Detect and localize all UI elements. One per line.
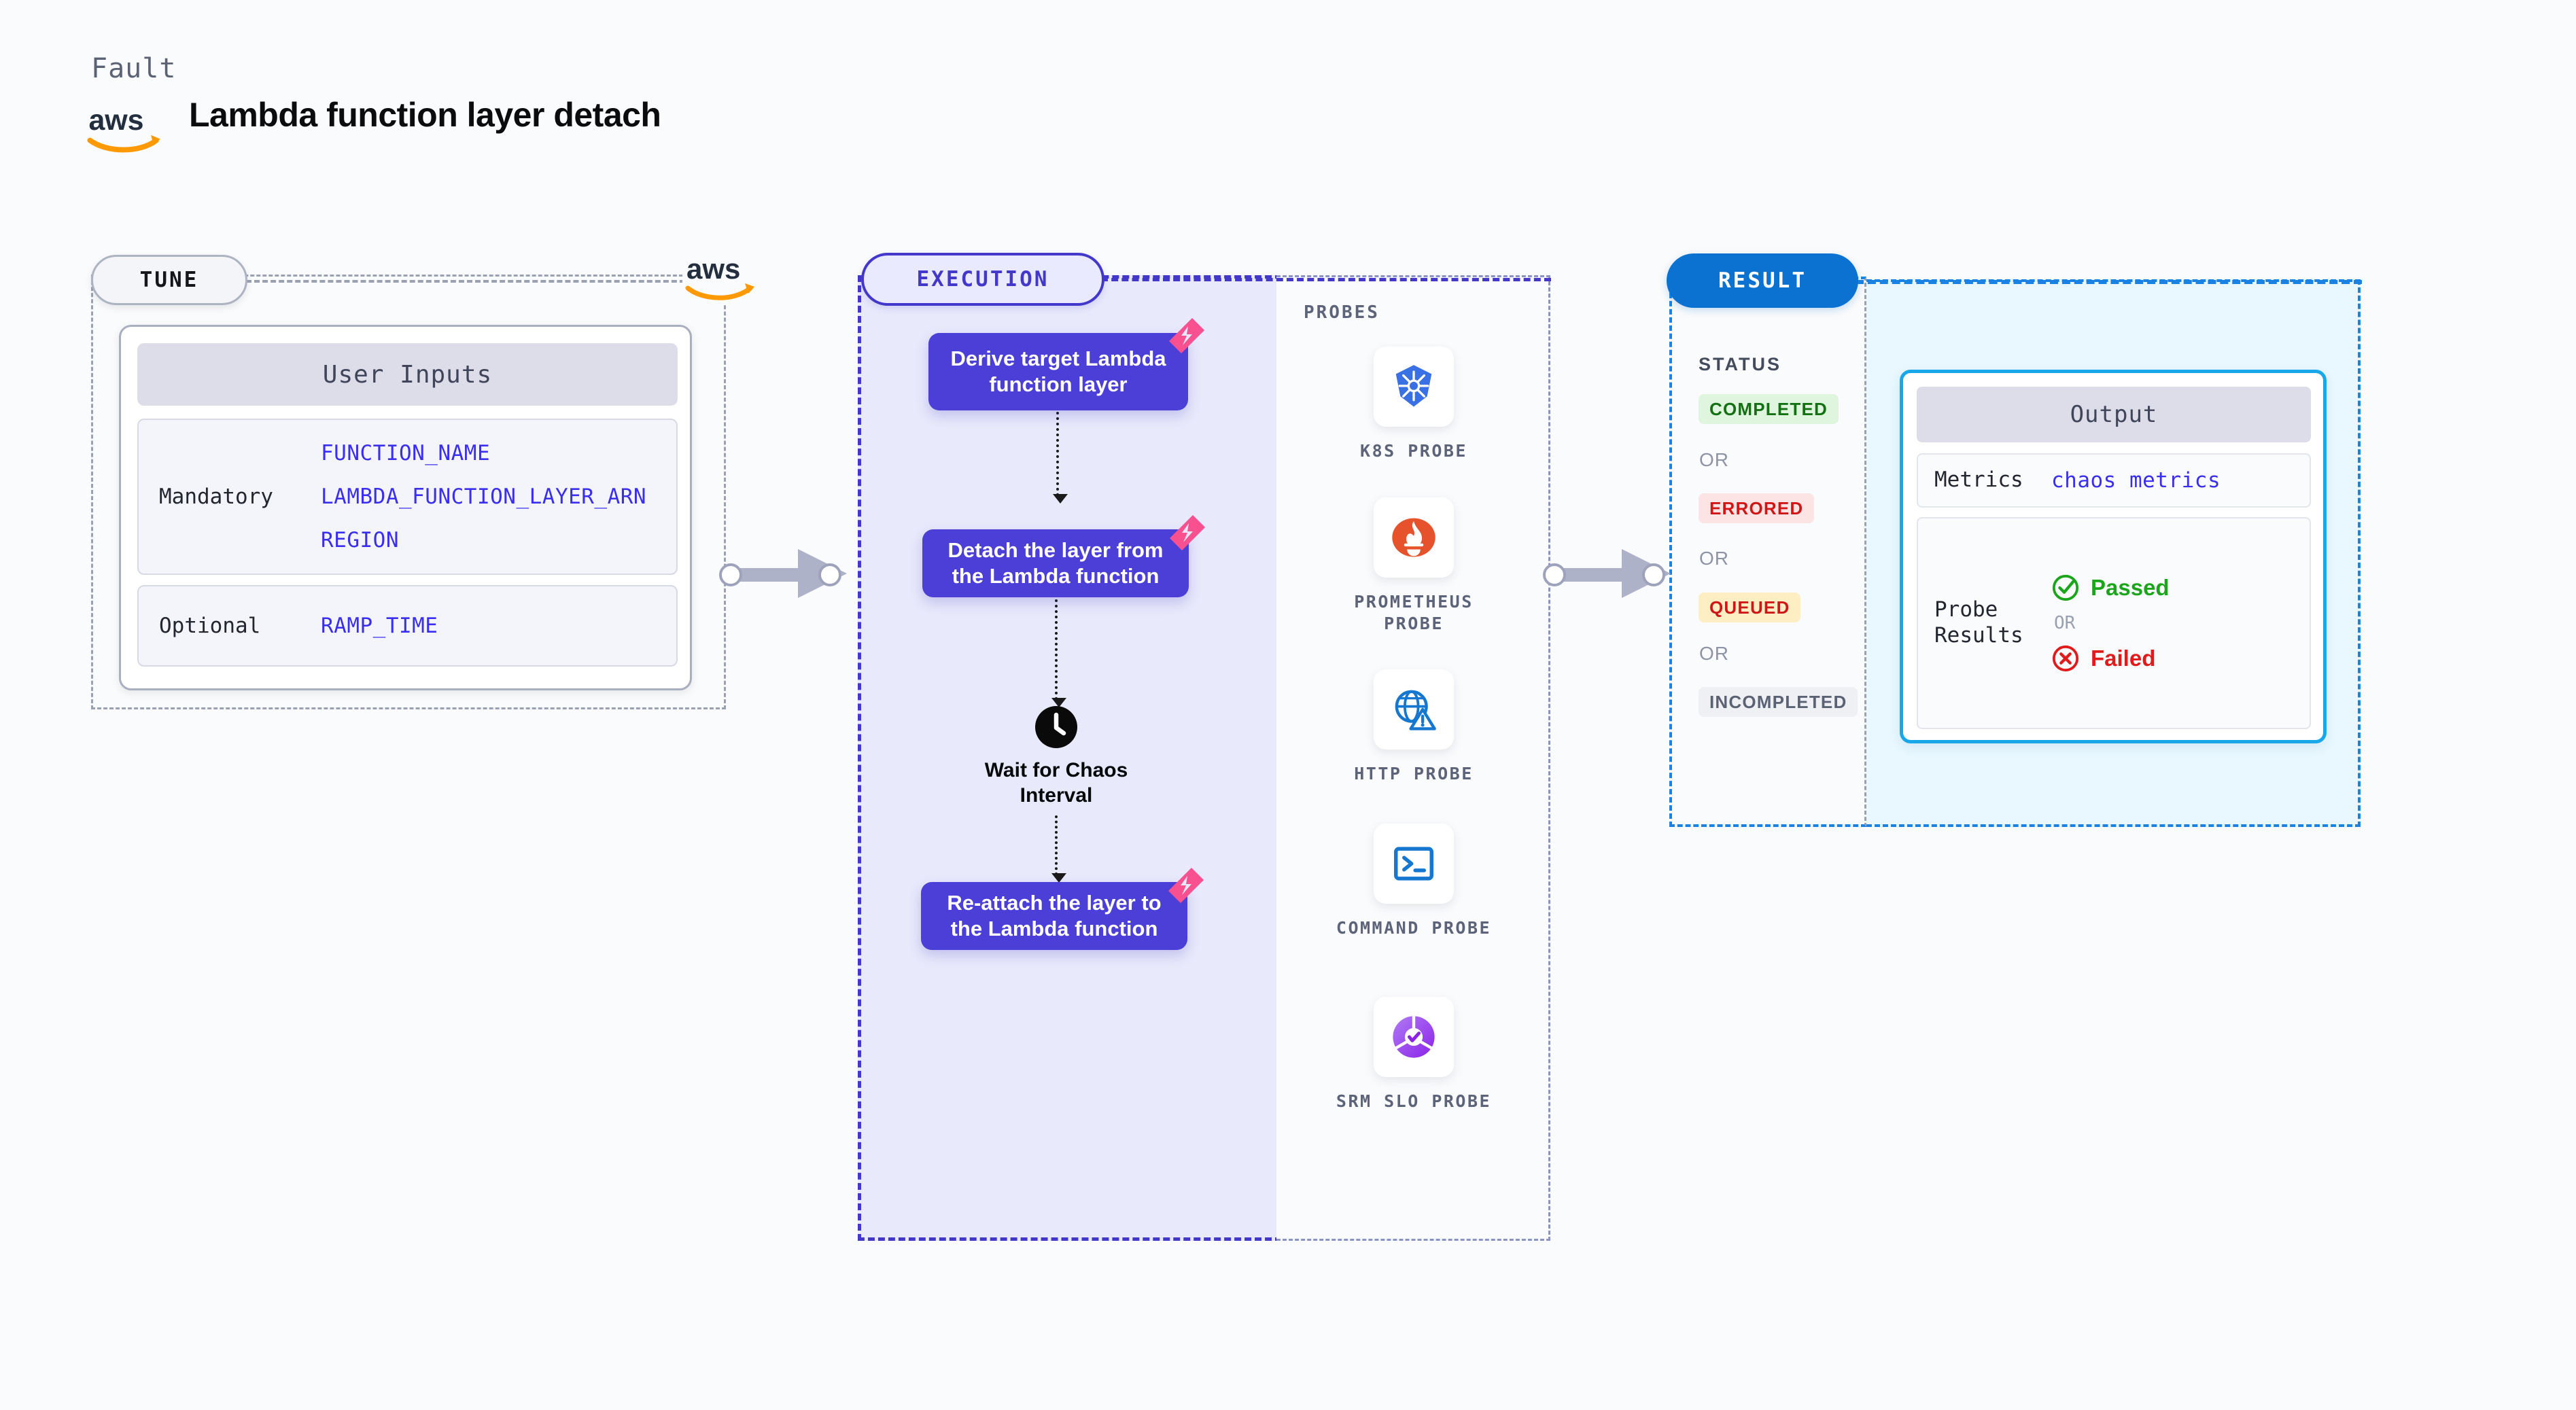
output-metrics-key: Metrics — [1934, 468, 2023, 493]
status-badge-completed: COMPLETED — [1699, 394, 1839, 424]
output-probe-results-key: Probe Results — [1934, 597, 2023, 648]
x-circle-icon — [2052, 645, 2079, 672]
probe-tile — [1374, 997, 1454, 1077]
probe-label: K8S PROBE — [1360, 441, 1467, 461]
probes-label: PROBES — [1304, 302, 1380, 323]
connector-tune-to-execution — [719, 549, 848, 598]
status-or-2: OR — [1699, 548, 1729, 569]
output-probe-results-row: Probe Results Passed OR Failed — [1917, 517, 2311, 729]
probe-item-prometheus[interactable]: PROMETHEUS PROBE — [1324, 497, 1503, 635]
execution-lead-line — [1101, 278, 1551, 281]
flash-corner-icon — [1168, 868, 1204, 903]
fault-kicker: Fault — [91, 53, 177, 84]
status-or-1: OR — [1699, 449, 1729, 470]
http-globe-alert-icon — [1395, 690, 1436, 730]
prometheus-icon — [1392, 518, 1435, 557]
param-region: REGION — [321, 528, 399, 552]
failed-label: Failed — [2091, 646, 2156, 671]
user-inputs-card: User Inputs Mandatory FUNCTION_NAME LAMB… — [119, 325, 692, 690]
status-label: STATUS — [1699, 354, 1781, 374]
terminal-icon — [1394, 847, 1433, 881]
flow-arrow-2 — [1051, 599, 1066, 707]
execution-badge: EXECUTION — [861, 253, 1104, 306]
probe-label: COMMAND PROBE — [1336, 918, 1492, 938]
result-badge: RESULT — [1667, 253, 1858, 308]
probe-tile — [1374, 824, 1454, 904]
execution-container — [858, 275, 1282, 1241]
probe-item-k8s[interactable]: K8S PROBE — [1324, 347, 1503, 462]
param-ramp-time: RAMP_TIME — [321, 614, 438, 638]
tune-lead-line — [246, 280, 701, 283]
connector-execution-to-result — [1543, 549, 1672, 598]
mandatory-values: FUNCTION_NAME LAMBDA_FUNCTION_LAYER_ARN … — [321, 441, 646, 552]
tune-badge: TUNE — [91, 255, 247, 305]
execution-step-1: Derive target Lambda function layer — [928, 333, 1188, 410]
execution-step-1-label: Derive target Lambda function layer — [950, 347, 1166, 396]
probe-label: PROMETHEUS PROBE — [1354, 592, 1474, 633]
optional-label: Optional — [159, 614, 261, 638]
execution-step-2: Detach the layer from the Lambda functio… — [922, 529, 1189, 597]
optional-params-block: Optional RAMP_TIME — [137, 585, 678, 667]
flow-arrow-3 — [1051, 815, 1066, 883]
output-probe-results-values: Passed OR Failed — [2051, 574, 2170, 673]
passed-label: Passed — [2091, 575, 2170, 600]
probe-item-command[interactable]: COMMAND PROBE — [1324, 824, 1503, 939]
status-badge-incompleted: INCOMPLETED — [1699, 687, 1858, 717]
probe-result-passed: Passed — [2051, 574, 2170, 602]
user-inputs-title: User Inputs — [137, 343, 678, 406]
status-or-3: OR — [1699, 643, 1729, 664]
probe-tile — [1374, 669, 1454, 750]
tune-aws-logo-icon: aws — [682, 250, 761, 304]
status-badge-queued: QUEUED — [1699, 593, 1801, 622]
flow-arrow-1 — [1053, 412, 1068, 504]
mandatory-label: Mandatory — [159, 484, 273, 509]
optional-values: RAMP_TIME — [321, 614, 438, 638]
probe-tile — [1374, 347, 1454, 427]
wait-for-chaos-interval-node: Wait for Chaos Interval — [985, 705, 1128, 808]
wait-label: Wait for Chaos Interval — [984, 759, 1128, 807]
svg-text:aws: aws — [88, 104, 143, 137]
result-lead-line — [1856, 280, 2362, 284]
tune-container — [91, 275, 726, 709]
probe-label: SRM SLO PROBE — [1336, 1091, 1492, 1111]
execution-step-3: Re-attach the layer to the Lambda functi… — [921, 882, 1187, 950]
execution-step-3-label: Re-attach the layer to the Lambda functi… — [947, 891, 1162, 940]
aws-logo-icon: aws — [87, 104, 160, 153]
output-metrics-value: chaos metrics — [2051, 468, 2221, 493]
clock-icon — [1035, 706, 1077, 748]
execution-step-2-label: Detach the layer from the Lambda functio… — [947, 538, 1164, 588]
flash-corner-icon — [1170, 515, 1205, 550]
output-metrics-row: Metrics chaos metrics — [1917, 453, 2311, 508]
output-card: Output Metrics chaos metrics Probe Resul… — [1900, 370, 2327, 743]
param-function-name: FUNCTION_NAME — [321, 441, 491, 465]
probe-tile — [1374, 497, 1454, 578]
mandatory-params-block: Mandatory FUNCTION_NAME LAMBDA_FUNCTION_… — [137, 419, 678, 575]
srm-slo-icon — [1393, 1016, 1435, 1058]
probe-item-srm-slo[interactable]: SRM SLO PROBE — [1324, 997, 1503, 1112]
output-title: Output — [1917, 387, 2311, 442]
kubernetes-icon — [1395, 365, 1432, 407]
result-status-container — [1669, 277, 1866, 827]
param-lambda-function-layer-arn: LAMBDA_FUNCTION_LAYER_ARN — [321, 484, 647, 509]
probe-result-failed: Failed — [2051, 644, 2170, 673]
status-badge-errored: ERRORED — [1699, 493, 1815, 523]
probe-result-or: OR — [2054, 613, 2076, 633]
flash-corner-icon — [1169, 318, 1204, 353]
probe-label: HTTP PROBE — [1354, 764, 1474, 783]
svg-text:aws: aws — [686, 253, 740, 285]
probe-item-http[interactable]: HTTP PROBE — [1324, 669, 1503, 785]
check-circle-icon — [2052, 574, 2079, 601]
page-title: Lambda function layer detach — [189, 96, 661, 134]
probes-container — [1276, 275, 1550, 1241]
